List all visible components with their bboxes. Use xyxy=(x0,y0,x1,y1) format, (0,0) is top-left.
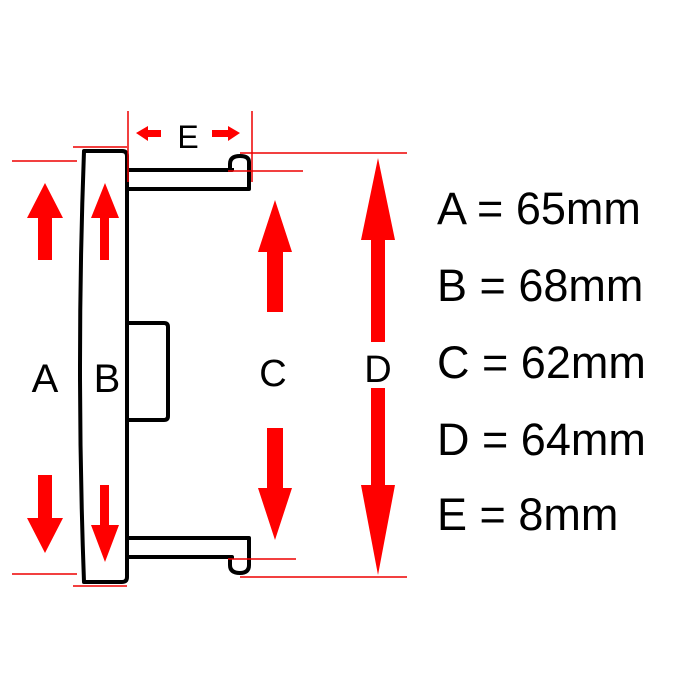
label-d: D xyxy=(364,349,391,391)
spec-value: 8mm xyxy=(518,489,619,540)
spec-value: 64mm xyxy=(520,414,646,465)
spec-d: D = 64mm xyxy=(437,414,646,465)
spec-label: A xyxy=(437,183,465,234)
arrow-e-left-icon xyxy=(136,126,161,141)
dimension-lines xyxy=(12,111,407,587)
bottom-clip xyxy=(128,536,251,575)
arrow-c-up-icon xyxy=(258,200,292,312)
top-clip xyxy=(128,154,251,191)
spec-label: B xyxy=(437,260,468,311)
label-c: C xyxy=(259,353,286,395)
spec-a: A = 65mm xyxy=(437,183,641,234)
spec-label: C xyxy=(437,337,470,388)
arrow-c-down-icon xyxy=(258,428,292,540)
arrow-a-up-icon xyxy=(27,183,63,260)
spec-label: E xyxy=(437,489,468,540)
spec-value: 62mm xyxy=(520,337,646,388)
cap-outline xyxy=(78,149,251,584)
spec-value: 68mm xyxy=(518,260,644,311)
spec-c: C = 62mm xyxy=(437,337,646,388)
label-b: B xyxy=(94,357,121,401)
arrow-b-down-icon xyxy=(91,485,119,562)
arrow-a-down-icon xyxy=(27,475,63,553)
arrow-b-up-icon xyxy=(91,183,119,260)
arrow-d-up-icon xyxy=(361,158,395,342)
label-e: E xyxy=(177,119,198,155)
spec-value: 65mm xyxy=(515,183,641,234)
label-a: A xyxy=(32,357,59,401)
arrow-d-down-icon xyxy=(361,388,395,575)
spec-label: D xyxy=(437,414,470,465)
spec-b: B = 68mm xyxy=(437,260,644,311)
cap-face xyxy=(78,149,129,584)
arrow-e-right-icon xyxy=(212,126,240,141)
cap-center-boss xyxy=(128,321,170,422)
spec-e: E = 8mm xyxy=(437,489,619,540)
